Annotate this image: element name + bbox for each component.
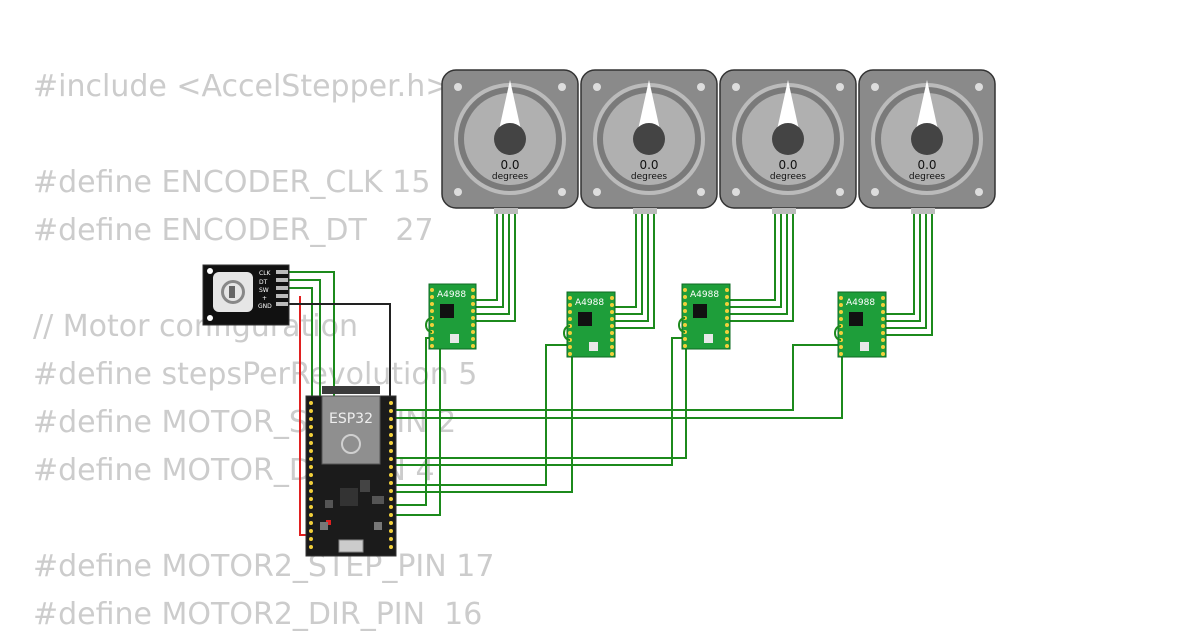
code-line: // Motor configuration	[33, 309, 358, 344]
driver-pot	[450, 334, 459, 343]
driver-chip	[693, 304, 707, 318]
stepper-motor-1[interactable]: 0.0 degrees	[441, 69, 579, 214]
motor-angle-unit: degrees	[631, 172, 668, 182]
rotary-encoder[interactable]: CLK DT SW + GND	[202, 264, 290, 326]
esp32-antenna	[322, 386, 380, 394]
motor-shaft	[911, 123, 943, 155]
espressif-logo-icon	[341, 434, 361, 454]
driver-label: A4988	[575, 298, 604, 308]
driver-pot	[589, 342, 598, 351]
usb-port	[338, 539, 364, 553]
esp32-devkit[interactable]: ESP32	[305, 386, 397, 557]
motor1-wires	[474, 208, 516, 322]
motor-angle: 0.0	[917, 158, 936, 172]
motor-angle-unit: degrees	[909, 172, 946, 182]
motor-needle	[497, 80, 523, 139]
reset-button	[320, 522, 328, 530]
encoder-pin-label: GND	[258, 303, 272, 310]
a4988-driver-2[interactable]: A4988	[563, 291, 616, 358]
code-line: #define ENCODER_CLK 15	[33, 165, 431, 200]
driver-pot	[704, 334, 713, 343]
encoder-pin-label: SW	[259, 287, 269, 294]
a4988-driver-4[interactable]: A4988	[834, 291, 887, 358]
motor-shaft	[494, 123, 526, 155]
motor-needle	[636, 80, 662, 139]
esp32-pins-right	[389, 401, 393, 549]
driver-label: A4988	[437, 290, 466, 300]
code-line: #define ENCODER_DT 27	[33, 213, 434, 248]
encoder-pin-label: DT	[259, 279, 268, 286]
driver-pot	[860, 342, 869, 351]
a4988-driver-3[interactable]: A4988	[678, 283, 731, 350]
motor-shaft	[633, 123, 665, 155]
power-led	[326, 520, 331, 525]
motor-angle-unit: degrees	[770, 172, 807, 182]
driver4-signal-wires	[394, 344, 843, 419]
driver-label: A4988	[846, 298, 875, 308]
a4988-driver-1[interactable]: A4988	[425, 283, 477, 350]
motor3-wires	[729, 208, 794, 322]
motor4-wires	[884, 208, 933, 336]
motor-angle: 0.0	[500, 158, 519, 172]
code-line: #include <AccelStepper.h>	[33, 69, 451, 104]
motor-angle-unit: degrees	[492, 172, 529, 182]
driver-chip	[849, 312, 863, 326]
code-line: #define MOTOR2_DIR_PIN 16	[33, 597, 483, 632]
encoder-pin-label: CLK	[259, 270, 272, 277]
motor-needle	[914, 80, 940, 139]
motor-needle	[775, 80, 801, 139]
driver3-signal-wires	[394, 337, 687, 466]
stepper-motor-2[interactable]: 0.0 degrees	[580, 69, 718, 214]
driver-chip	[440, 304, 454, 318]
boot-button	[374, 522, 382, 530]
motor-angle: 0.0	[639, 158, 658, 172]
esp32-label: ESP32	[329, 411, 373, 427]
motor-shaft	[772, 123, 804, 155]
stepper-motor-4[interactable]: 0.0 degrees	[858, 69, 996, 214]
stepper-motor-3[interactable]: 0.0 degrees	[719, 69, 857, 214]
driver-label: A4988	[690, 290, 719, 300]
esp32-pins-left	[309, 401, 313, 549]
motor2-wires	[614, 208, 655, 329]
motor-angle: 0.0	[778, 158, 797, 172]
driver1-signal-wires	[394, 337, 441, 516]
driver-chip	[578, 312, 592, 326]
code-line: #define stepsPerRevolution 5	[33, 357, 478, 392]
esp32-usb-chip	[340, 488, 358, 506]
code-line: #define MOTOR2_STEP_PIN 17	[33, 549, 495, 584]
encoder-knob	[229, 286, 235, 298]
encoder-pin-label: +	[262, 295, 267, 302]
